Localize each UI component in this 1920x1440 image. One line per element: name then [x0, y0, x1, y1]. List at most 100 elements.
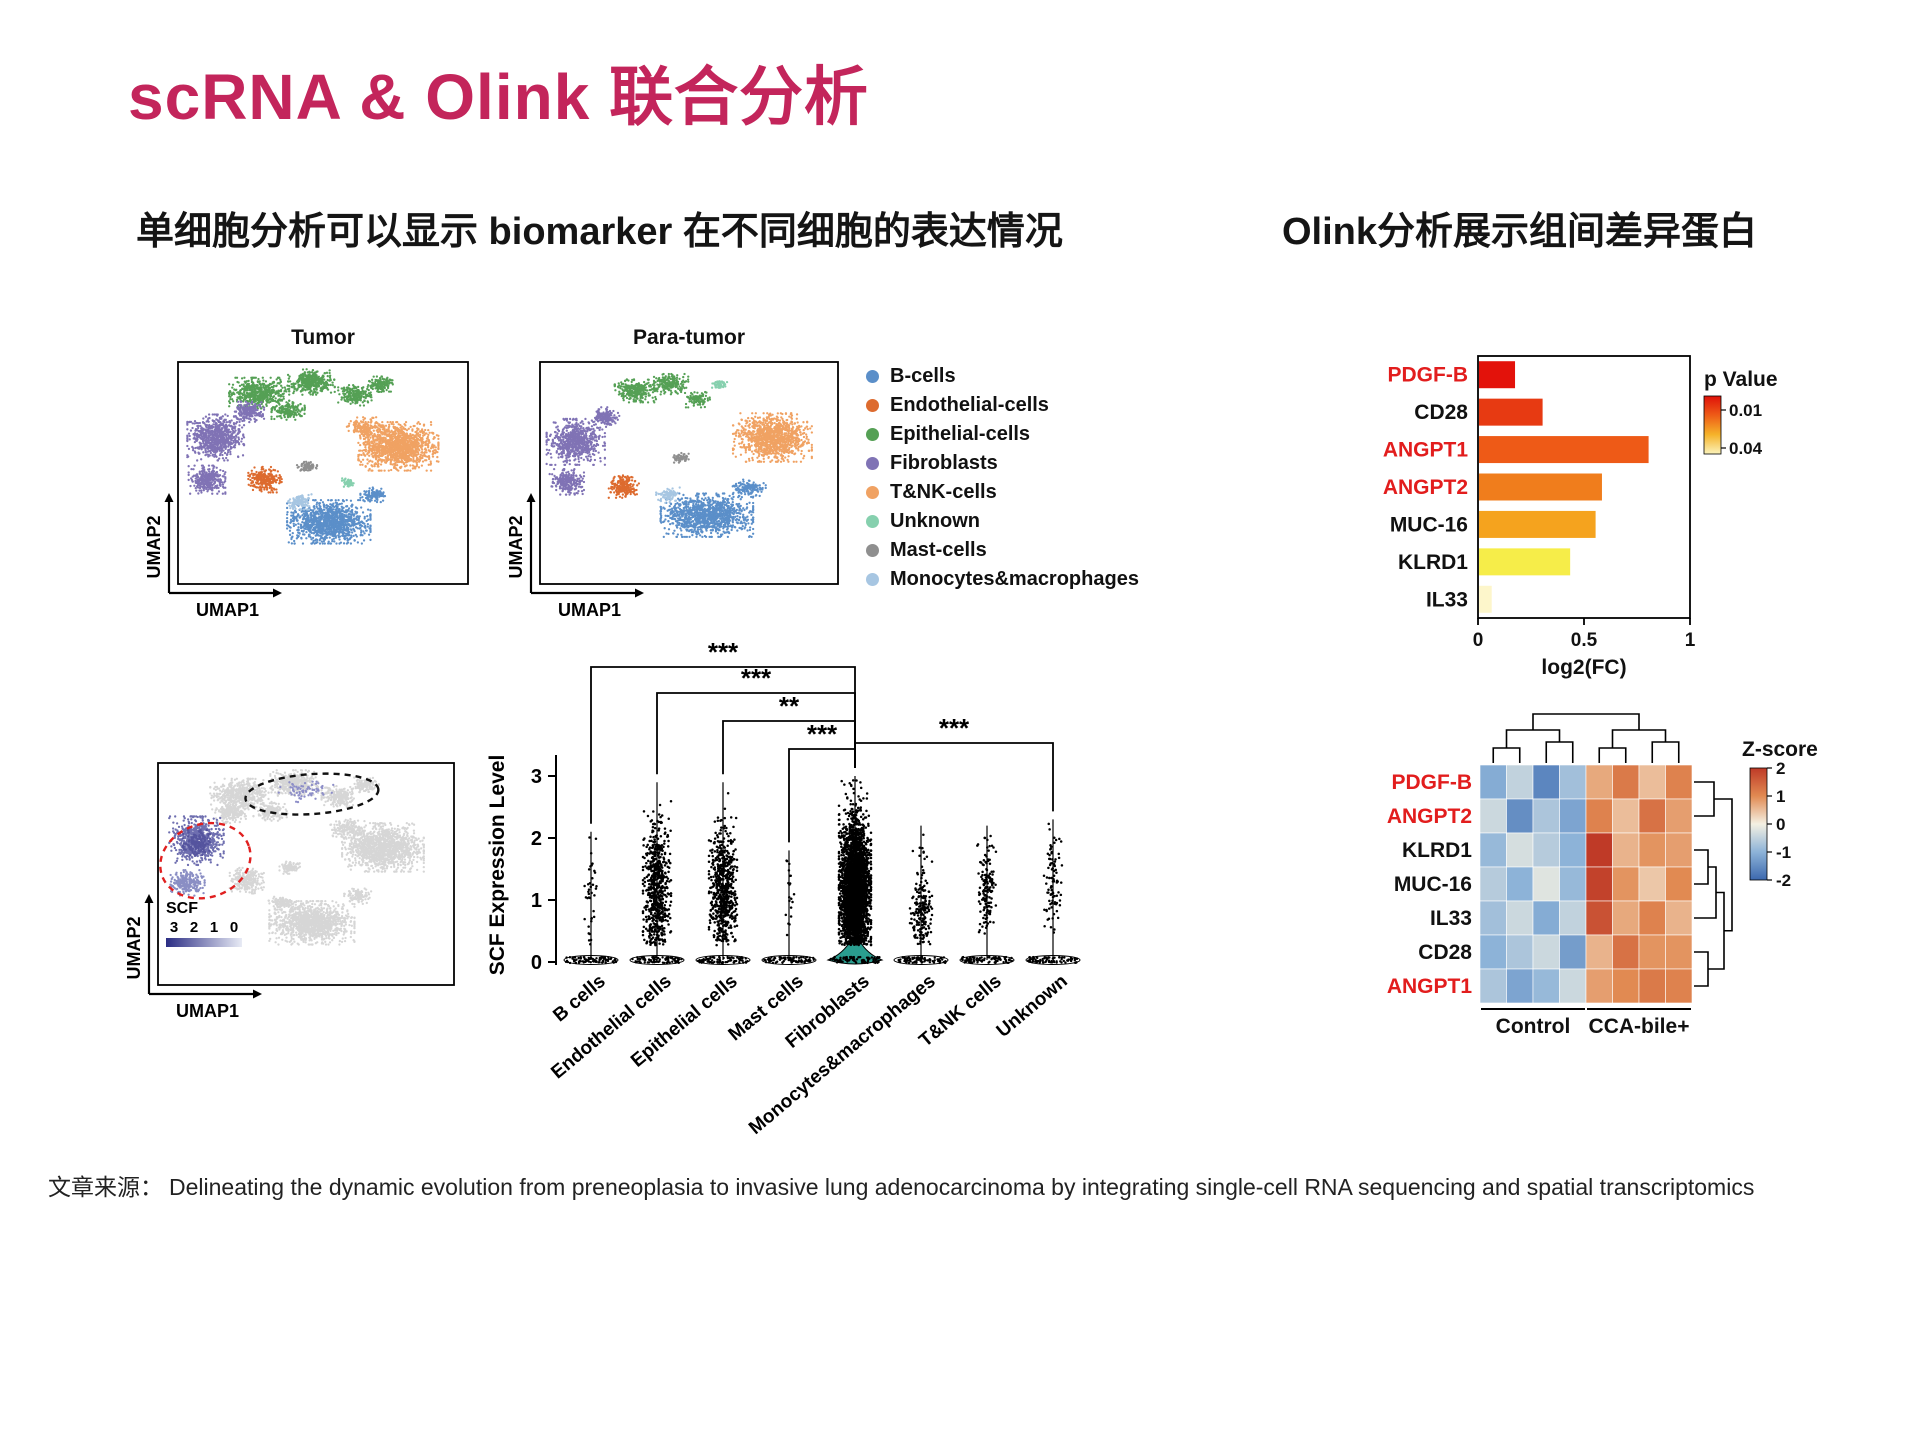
column-dendrogram	[1492, 713, 1680, 763]
scf-violin-plot	[440, 615, 1220, 1195]
heatmap-cell	[1559, 934, 1587, 970]
heatmap-row-label: ANGPT2	[1387, 805, 1472, 828]
heatmap-cell	[1479, 968, 1507, 1004]
x-tick-label: 1	[1685, 630, 1696, 651]
heatmap-cell	[1612, 832, 1640, 868]
zscore-colorbar-title: Z-score	[1742, 738, 1818, 761]
umap-scf-feature-plot	[114, 755, 478, 1065]
umap-para-tumor-plot	[496, 354, 854, 654]
legend-item: Endothelial-cells	[866, 391, 1139, 420]
bar-label: MUC-16	[1390, 513, 1468, 536]
legend-item: B-cells	[866, 362, 1139, 391]
legend-color-dot	[866, 573, 879, 586]
heatmap-cell	[1479, 934, 1507, 970]
group-label-cca: CCA-bile+	[1589, 1015, 1690, 1038]
heatmap-cell	[1506, 900, 1534, 936]
legend-label: B-cells	[890, 365, 956, 387]
source-citation: 文章来源：Delineating the dynamic evolution f…	[48, 1168, 1754, 1202]
heatmap-cell	[1506, 798, 1534, 834]
bar-CD28	[1479, 398, 1543, 426]
heatmap-cell	[1612, 968, 1640, 1004]
heatmap-cell	[1532, 866, 1560, 902]
pvalue-bottom-label: 0.04	[1729, 439, 1763, 458]
bar-MUC-16	[1479, 510, 1596, 538]
legend-label: Endothelial-cells	[890, 394, 1049, 416]
heatmap-cell	[1532, 764, 1560, 800]
zscore-tick-label: -1	[1776, 843, 1791, 862]
heatmap-cell	[1585, 934, 1613, 970]
heatmap-cell	[1585, 900, 1613, 936]
heatmap-row-label: ANGPT1	[1387, 975, 1473, 998]
heatmap-cell	[1638, 968, 1666, 1004]
legend-label: Fibroblasts	[890, 452, 998, 474]
bar-KLRD1	[1479, 548, 1571, 576]
pvalue-colorbar	[1703, 395, 1722, 455]
source-label: 文章来源：	[48, 1174, 163, 1200]
legend-color-dot	[866, 544, 879, 557]
legend-item: Epithelial-cells	[866, 420, 1139, 449]
source-text: Delineating the dynamic evolution from p…	[169, 1174, 1755, 1200]
bar-label: PDGF-B	[1388, 364, 1469, 387]
legend-label: T&NK-cells	[890, 481, 997, 503]
heatmap-cell	[1665, 934, 1693, 970]
umap-tumor-title: Tumor	[291, 326, 355, 349]
umap-para-title: Para-tumor	[632, 326, 746, 349]
bar-label: CD28	[1414, 401, 1468, 424]
zscore-tick-label: -2	[1776, 871, 1791, 890]
zscore-tick-label: 2	[1776, 759, 1785, 778]
heatmap-cell	[1559, 866, 1587, 902]
group-label-control: Control	[1496, 1015, 1571, 1038]
heatmap-cell	[1665, 968, 1693, 1004]
heatmap-row-label: PDGF-B	[1392, 771, 1473, 794]
heatmap-cell	[1506, 764, 1534, 800]
umap-tumor-plot	[134, 354, 484, 654]
legend-color-dot	[866, 399, 879, 412]
heatmap-cell	[1665, 832, 1693, 868]
heatmap-cell	[1585, 968, 1613, 1004]
bar-label: ANGPT1	[1383, 439, 1469, 462]
heatmap-row-label: CD28	[1418, 941, 1472, 964]
bar-label: KLRD1	[1398, 551, 1468, 574]
legend-item: Mast-cells	[866, 536, 1139, 565]
heatmap-row-label: IL33	[1430, 907, 1472, 930]
legend-color-dot	[866, 370, 879, 383]
heatmap-cell	[1559, 764, 1587, 800]
legend-color-dot	[866, 457, 879, 470]
heatmap-cell	[1585, 866, 1613, 902]
legend-label: Epithelial-cells	[890, 423, 1031, 445]
heatmap-cell	[1559, 798, 1587, 834]
heatmap-cell	[1532, 832, 1560, 868]
legend-color-dot	[866, 486, 879, 499]
heatmap-cell	[1665, 900, 1693, 936]
heatmap-cell	[1638, 798, 1666, 834]
subtitle-single-cell: 单细胞分析可以显示 biomarker 在不同细胞的表达情况	[136, 211, 1063, 253]
legend-item: Monocytes&macrophages	[866, 565, 1139, 594]
heatmap-cell	[1559, 968, 1587, 1004]
heatmap-cell	[1559, 900, 1587, 936]
heatmap-cell	[1638, 934, 1666, 970]
bar-ANGPT2	[1479, 473, 1602, 501]
olink-zscore-heatmap: PDGF-BANGPT2KLRD1MUC-16IL33CD28ANGPT1Con…	[1387, 713, 1818, 1038]
bar-label: IL33	[1426, 588, 1468, 611]
heatmap-cell	[1479, 900, 1507, 936]
heatmap-cell	[1479, 832, 1507, 868]
zscore-tick-label: 1	[1776, 787, 1785, 806]
legend-item: Unknown	[866, 507, 1139, 536]
heatmap-cell	[1479, 764, 1507, 800]
heatmap-cell	[1585, 764, 1613, 800]
zscore-tick-label: 0	[1776, 815, 1785, 834]
legend-label: Mast-cells	[890, 539, 987, 561]
zscore-colorbar	[1749, 767, 1768, 881]
heatmap-cell	[1585, 832, 1613, 868]
heatmap-cell	[1532, 968, 1560, 1004]
bar-IL33	[1479, 585, 1492, 613]
heatmap-cell	[1638, 832, 1666, 868]
x-tick-label: 0.5	[1571, 630, 1598, 651]
heatmap-cell	[1612, 798, 1640, 834]
heatmap-cell	[1638, 900, 1666, 936]
heatmap-cell	[1638, 764, 1666, 800]
heatmap-cell	[1665, 866, 1693, 902]
legend-label: Unknown	[890, 510, 980, 532]
